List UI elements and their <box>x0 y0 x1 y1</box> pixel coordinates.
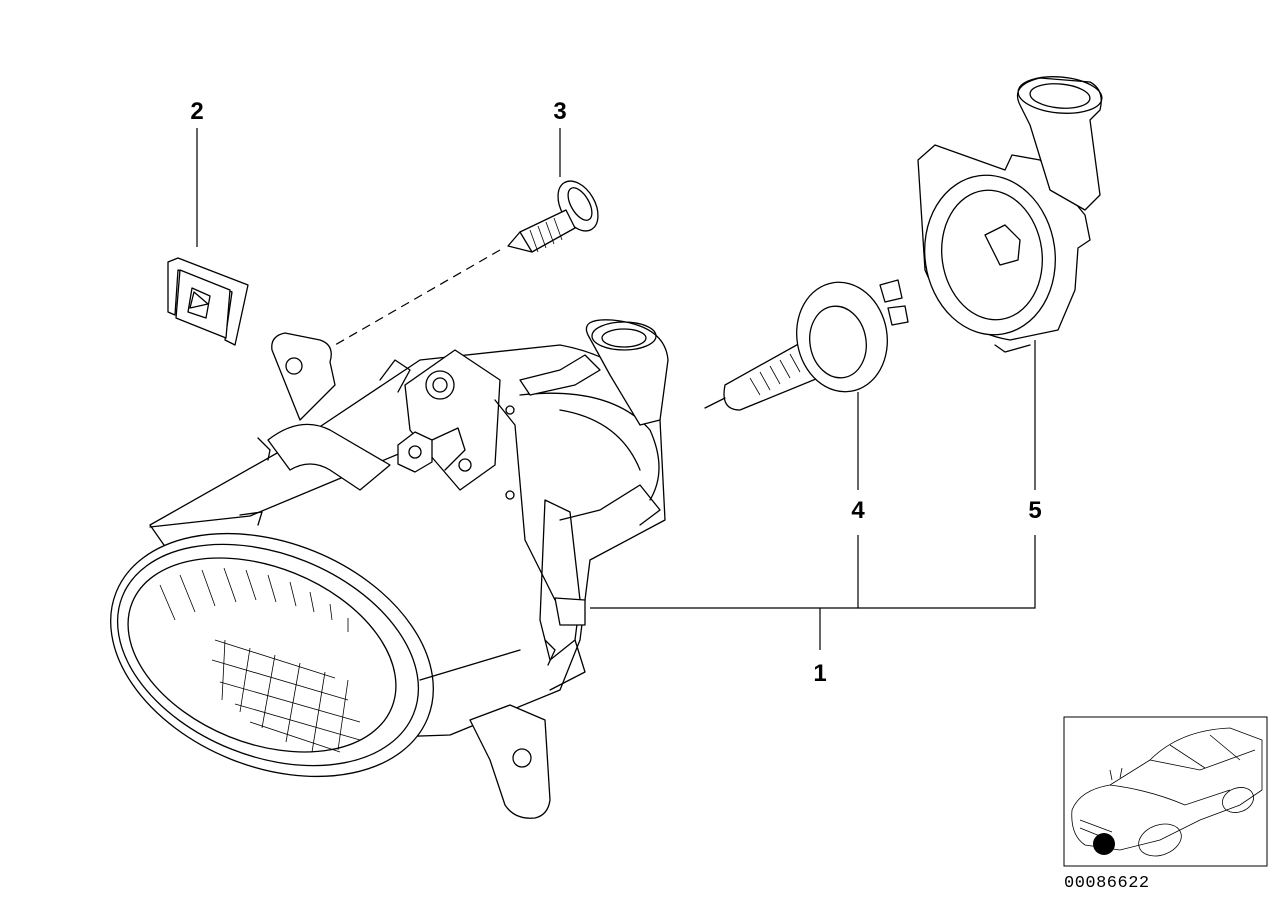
self-tapping-screw-icon[interactable] <box>507 174 606 253</box>
callout-5[interactable]: 5 <box>1028 497 1041 524</box>
vehicle-location-icon <box>1071 727 1263 857</box>
spring-nut-clip-icon[interactable] <box>167 257 249 346</box>
callout-4[interactable]: 4 <box>851 497 865 524</box>
fog-lamp-assembly-icon[interactable] <box>74 319 669 822</box>
bulb-socket-icon[interactable] <box>914 73 1103 353</box>
callout-3[interactable]: 3 <box>553 98 566 125</box>
leader-lines <box>196 128 1036 650</box>
callout-2[interactable]: 2 <box>190 98 203 125</box>
document-number: 00086622 <box>1064 874 1150 893</box>
leader-line-3-dashed <box>334 249 501 346</box>
vehicle-location-inset <box>1063 716 1268 867</box>
halogen-bulb-icon[interactable] <box>704 275 909 411</box>
leader-line-4-5-bracket <box>857 535 1036 609</box>
callout-1[interactable]: 1 <box>813 660 826 687</box>
location-marker-dot <box>1093 833 1115 855</box>
